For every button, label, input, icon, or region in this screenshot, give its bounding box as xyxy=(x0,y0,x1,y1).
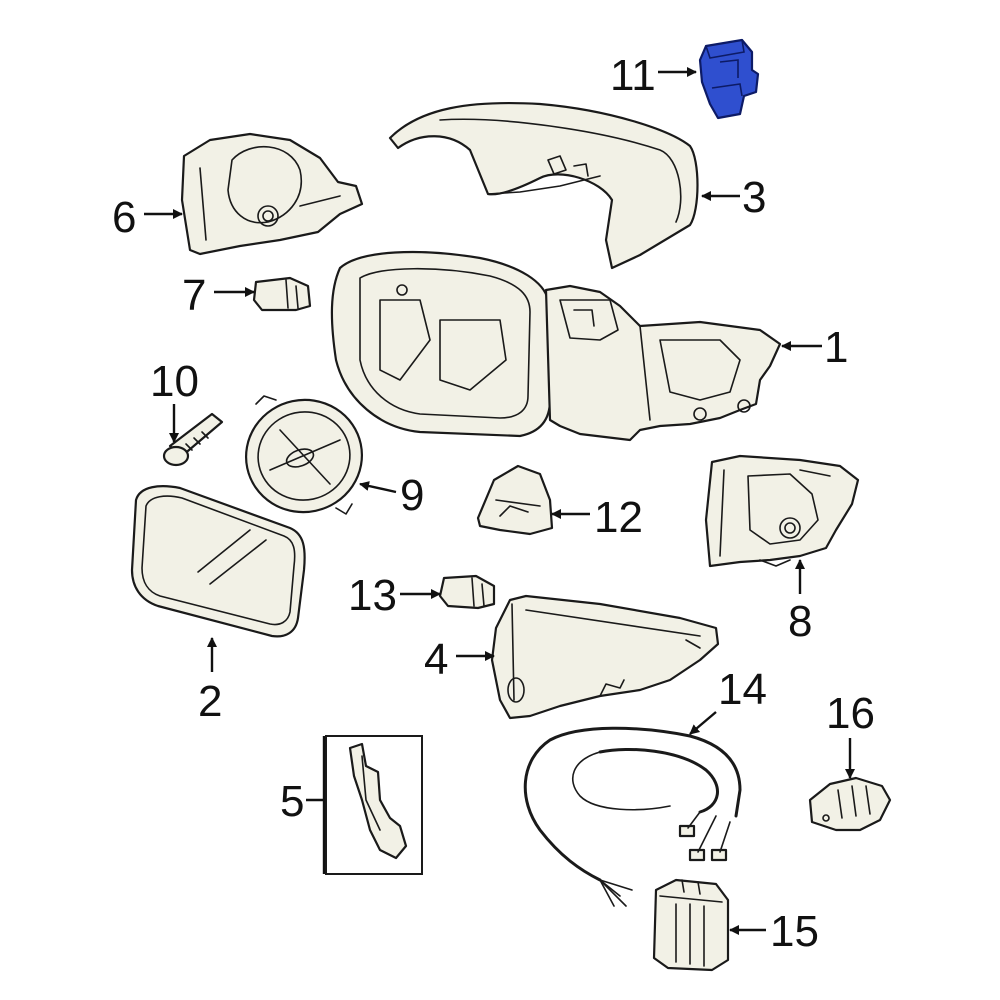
callout-3: 3 xyxy=(742,173,766,222)
callout-labels: 11 3 6 7 1 10 9 12 8 13 2 4 14 16 5 15 xyxy=(112,51,875,956)
callout-15: 15 xyxy=(770,907,819,956)
part-16-clip[interactable] xyxy=(808,776,892,832)
callout-10: 10 xyxy=(150,357,199,406)
part-14-wiring-harness[interactable] xyxy=(523,726,742,907)
callout-9: 9 xyxy=(400,471,424,520)
callout-1: 1 xyxy=(824,323,848,372)
callout-12: 12 xyxy=(594,493,643,542)
part-12-bracket[interactable] xyxy=(476,464,554,536)
leader-lines xyxy=(144,67,855,935)
part-1-mirror-base-assembly[interactable] xyxy=(330,250,782,442)
callout-8: 8 xyxy=(788,597,812,646)
part-9-adjuster-motor[interactable] xyxy=(236,389,373,523)
part-15-connector-block[interactable] xyxy=(652,878,730,972)
callout-14: 14 xyxy=(718,665,767,714)
callout-7: 7 xyxy=(182,271,206,320)
part-7-connector[interactable] xyxy=(252,276,312,312)
leader-14 xyxy=(689,711,717,735)
callout-2: 2 xyxy=(198,677,222,726)
callout-11: 11 xyxy=(610,51,656,100)
callout-4: 4 xyxy=(424,635,448,684)
part-8-pivot-base[interactable] xyxy=(704,454,860,568)
callout-13: 13 xyxy=(348,571,397,620)
callout-5: 5 xyxy=(280,777,304,826)
leader-9 xyxy=(359,481,397,494)
callout-16: 16 xyxy=(826,689,875,738)
part-10-screw[interactable] xyxy=(162,412,224,467)
part-5-trim-strip[interactable] xyxy=(325,735,423,875)
callout-6: 6 xyxy=(112,193,136,242)
part-13-connector[interactable] xyxy=(438,574,496,610)
part-2-mirror-glass[interactable] xyxy=(130,485,306,638)
part-6-housing-shell[interactable] xyxy=(180,132,364,256)
part-3-mirror-cover[interactable] xyxy=(388,101,699,270)
part-11-switch[interactable] xyxy=(698,38,760,120)
part-4-lower-cover[interactable] xyxy=(490,594,720,720)
